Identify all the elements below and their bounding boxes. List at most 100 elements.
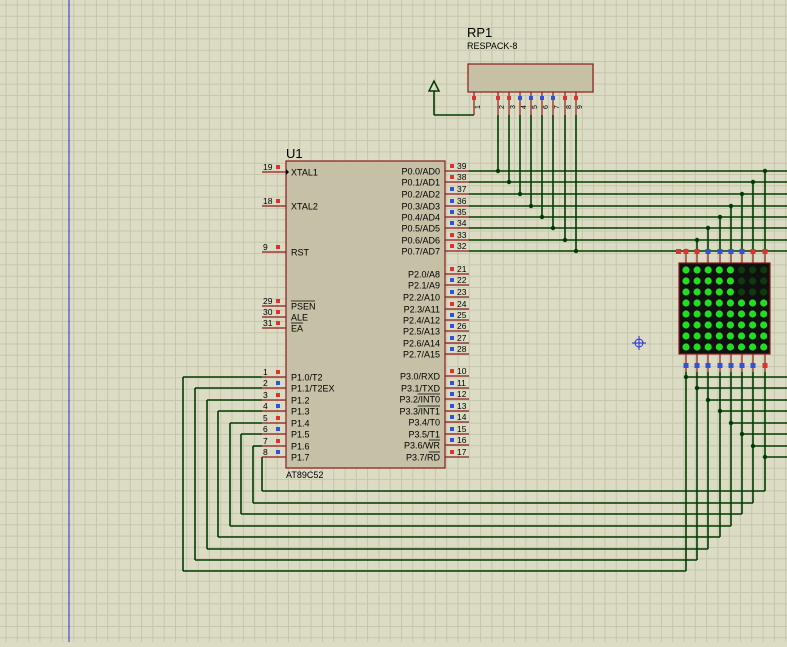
led-dot (760, 321, 768, 329)
led-dot (760, 332, 768, 340)
u1-pin-8[interactable]: 8P1.7 (262, 447, 310, 463)
rp1-pin-2[interactable]: 2 (496, 92, 506, 115)
u1-pin-7[interactable]: 7P1.6 (262, 436, 310, 452)
pin-state-marker (450, 347, 454, 351)
pin-state-marker (540, 96, 544, 100)
rp1-pin-7[interactable]: 7 (551, 92, 561, 115)
rp1-pin-1[interactable]: 1 (472, 92, 482, 115)
rp1-pin-8[interactable]: 8 (563, 92, 573, 115)
u1-pin-5[interactable]: 5P1.4 (262, 413, 310, 429)
rp1-pin-9[interactable]: 9 (574, 92, 584, 115)
pin-state-marker (276, 439, 280, 443)
pin-state-marker (450, 324, 454, 328)
led-matrix-dots (682, 266, 768, 351)
rp1-pin-6[interactable]: 6 (540, 92, 550, 115)
u1-pin-6[interactable]: 6P1.5 (262, 424, 310, 440)
junction-dot (728, 203, 734, 209)
u1-pin-number: 6 (263, 424, 268, 434)
led-dot (715, 343, 723, 351)
u1-pin-number: 17 (457, 447, 467, 457)
u1-pin-label: P1.2 (291, 396, 310, 406)
u1-pin-label: P2.0/A8 (408, 270, 440, 280)
u1-pin-label: P2.6/A14 (403, 339, 440, 349)
u1-pin-1[interactable]: 1P1.0/T2 (262, 367, 323, 383)
led-matrix-body[interactable] (678, 262, 771, 355)
rp1-pin-5[interactable]: 5 (529, 92, 539, 115)
rp1-body[interactable] (467, 63, 594, 93)
led-matrix-component[interactable] (676, 249, 771, 372)
led-dot (715, 310, 723, 318)
u1-body[interactable] (285, 160, 446, 469)
u1-pin-label: P3.6/WR (404, 441, 441, 451)
led-dot (749, 277, 757, 285)
junction-dot (683, 374, 689, 380)
led-dot (704, 277, 712, 285)
u1-pin-label: P2.3/A11 (404, 305, 440, 315)
u1-pin-label: P0.2/AD2 (401, 190, 440, 200)
led-dot (760, 266, 768, 274)
pin-state-marker (450, 381, 454, 385)
u1-pin-number: 9 (263, 242, 268, 252)
u1-right-pins: 39P0.0/AD038P0.1/AD137P0.2/AD236P0.3/AD3… (399, 161, 469, 463)
rp1-pin-number: 6 (543, 105, 550, 109)
u1-pin-4[interactable]: 4P1.3 (262, 401, 310, 417)
u1-pin-number: 32 (457, 241, 467, 251)
u1-pin-number: 37 (457, 184, 467, 194)
pin-state-marker (450, 438, 454, 442)
u1-pin-2[interactable]: 2P1.1/T2EX (262, 378, 335, 394)
led-dot (693, 332, 701, 340)
junction-dot (717, 408, 723, 414)
pin-state-marker (472, 96, 476, 100)
pin-state-marker (276, 299, 280, 303)
led-dot (682, 321, 690, 329)
pin-state-marker (750, 363, 756, 368)
pin-state-marker (717, 363, 723, 368)
led-dot (760, 310, 768, 318)
led-dot (749, 343, 757, 351)
u1-pin-label: P3.1/TXD (401, 384, 441, 394)
pin-state-marker (750, 249, 756, 254)
led-dot (682, 310, 690, 318)
led-dot (693, 266, 701, 274)
u1-component[interactable]: U1 AT89C52 19XTAL118XTAL29RST29PSEN30ALE… (262, 146, 469, 480)
rp1-value-label: RESPACK-8 (467, 41, 517, 51)
led-dot (726, 332, 735, 340)
rp1-pin-4[interactable]: 4 (518, 92, 528, 115)
led-dot (715, 288, 723, 296)
u1-pin-3[interactable]: 3P1.2 (262, 390, 310, 406)
rp1-pin-3[interactable]: 3 (507, 92, 517, 115)
